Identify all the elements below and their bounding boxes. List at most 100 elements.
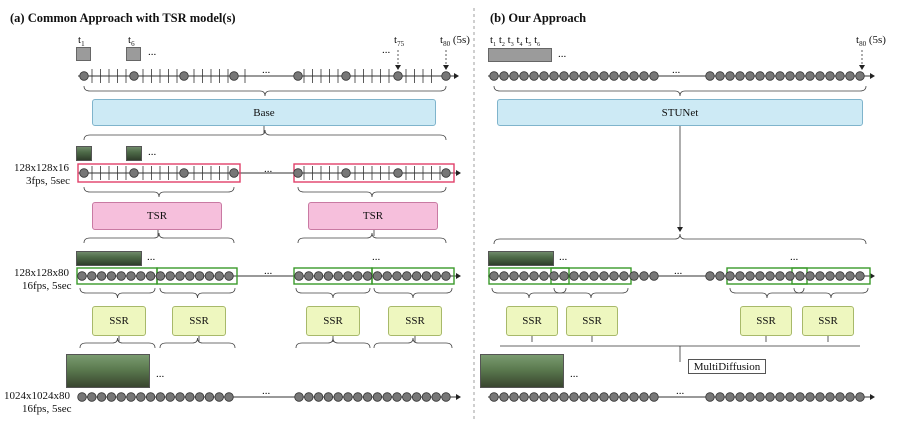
- timeline-arrow: [456, 394, 461, 400]
- brace-from-base: [83, 129, 447, 141]
- timeline-node: [765, 392, 775, 402]
- timeline-node: [609, 271, 619, 281]
- thumb-ellipsis-right: ...: [558, 48, 567, 60]
- hires-ellipsis-right: ...: [570, 368, 579, 380]
- hires-ellipsis: ...: [156, 368, 165, 380]
- timeline-node: [175, 392, 185, 402]
- timeline-node: [845, 271, 855, 281]
- timeline-node: [431, 392, 441, 402]
- timeline-node: [855, 271, 865, 281]
- timeline-node: [411, 392, 422, 402]
- timeline-arrow: [456, 273, 461, 279]
- timeline-node: [204, 392, 215, 402]
- timeline-node: [735, 71, 745, 81]
- tsr-box-1: TSR: [92, 202, 222, 230]
- timeline-node: [382, 392, 392, 402]
- timeline-node: [785, 71, 795, 81]
- timeline-node: [509, 392, 519, 402]
- timeline-node: [569, 271, 579, 281]
- ssr-box-right-2: SSR: [566, 306, 618, 336]
- timeline-node: [393, 71, 403, 81]
- timeline-node: [589, 392, 599, 402]
- timeline-node: [136, 271, 146, 281]
- timeline-node: [214, 392, 224, 402]
- timeline-node: [509, 71, 519, 81]
- timeline-node: [559, 271, 569, 281]
- brace-to-ssr: [79, 287, 156, 299]
- row-ellipsis-right: ...: [790, 251, 799, 263]
- panda-hires-strip-right: [480, 354, 564, 388]
- timeline-node: [745, 71, 755, 81]
- timeline-node: [529, 71, 539, 81]
- row-ellipsis-right: ...: [674, 265, 683, 277]
- brace-from-ssr: [79, 337, 156, 349]
- row-label-1024x1024x80: 1024x1024x80: [4, 390, 70, 402]
- timeline-node: [795, 271, 805, 281]
- timeline-node: [393, 168, 403, 178]
- ssr-box-1: SSR: [92, 306, 146, 336]
- t80-arrow: [443, 65, 449, 70]
- timeline-node: [705, 392, 715, 402]
- brace-to-tsr-2: [297, 186, 447, 198]
- timeline-node: [579, 271, 589, 281]
- row-ellipsis: ...: [262, 385, 271, 397]
- timeline-node: [402, 392, 412, 402]
- keyframe-ellipsis: ...: [148, 146, 157, 158]
- panda-keyframe-thumb: [76, 146, 92, 161]
- brace-from-tsr-2: [297, 232, 447, 244]
- timeline-node: [87, 392, 97, 402]
- timeline-node: [855, 392, 865, 402]
- timeline-node: [392, 392, 402, 402]
- timeline-node: [341, 168, 351, 178]
- timeline-node: [77, 271, 87, 281]
- timeline-node: [362, 392, 373, 402]
- timeline-node: [489, 71, 499, 81]
- strip-ellipsis: ...: [147, 251, 156, 263]
- timeline-node: [609, 71, 619, 81]
- timeline-node: [519, 392, 529, 402]
- timeline-node: [795, 392, 805, 402]
- timeline-node: [304, 271, 314, 281]
- timeline-node: [579, 392, 589, 402]
- timeline-node: [549, 392, 559, 402]
- base-model-box: Base: [92, 99, 436, 126]
- timeline-node: [735, 392, 745, 402]
- timeline-node: [705, 71, 715, 81]
- timeline-node: [765, 71, 775, 81]
- timeline-node: [775, 71, 785, 81]
- timeline-node: [775, 271, 785, 281]
- timeline-node: [745, 271, 755, 281]
- timeline-node: [579, 71, 589, 81]
- timeline-node: [421, 392, 432, 402]
- ssr-box-right-1: SSR: [506, 306, 558, 336]
- timeline-node: [629, 271, 639, 281]
- timeline-node: [129, 71, 139, 81]
- timeline-node: [382, 271, 392, 281]
- stunet-arrow: [677, 227, 683, 232]
- timeline-node: [589, 71, 599, 81]
- timeline-node: [155, 392, 166, 402]
- timeline-node: [835, 392, 845, 402]
- timeline-node: [619, 71, 629, 81]
- timeline-node: [333, 271, 343, 281]
- timeline-node: [194, 392, 205, 402]
- timeline-node: [179, 71, 189, 81]
- timeline-node: [129, 168, 139, 178]
- timeline-node: [214, 271, 224, 281]
- row-label-16fps-hr: 16fps, 5sec: [22, 403, 72, 415]
- timeline-node: [362, 271, 373, 281]
- timeline-node: [559, 392, 569, 402]
- timeline-node: [509, 271, 519, 281]
- timeline-node: [185, 392, 195, 402]
- timeline-node: [116, 392, 126, 402]
- timeline-node: [715, 392, 725, 402]
- timeline-node: [519, 71, 529, 81]
- brace-from-ssr: [295, 337, 371, 349]
- timeline-arrow: [870, 273, 875, 279]
- brace-to-ssr: [159, 287, 236, 299]
- panda-hires-strip: [66, 354, 150, 388]
- timeline-arrow: [454, 73, 459, 79]
- timeline-node: [815, 271, 825, 281]
- timeline-node: [411, 271, 422, 281]
